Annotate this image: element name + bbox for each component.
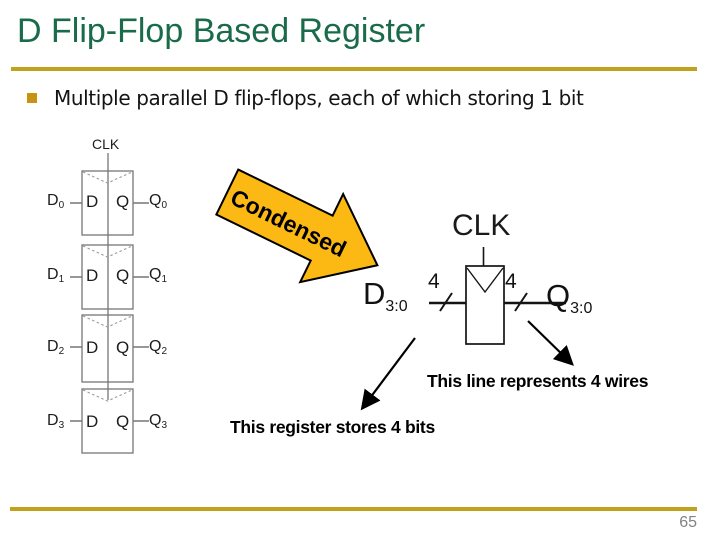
clock-wedges — [82, 171, 133, 402]
footer-rule — [10, 507, 697, 511]
ff3-output-main: Q — [149, 412, 162, 429]
flipflop-box-2 — [81, 314, 134, 383]
ff3-output-sub: 3 — [161, 420, 168, 431]
clk-label-detailed: CLK — [92, 136, 120, 152]
ff1-output-label: Q1 — [149, 267, 167, 285]
ff2-output-label: Q2 — [149, 339, 167, 357]
condensed-output-main: Q — [546, 278, 571, 313]
clk-label-condensed: CLK — [452, 209, 511, 242]
ff0-port-d: D — [86, 192, 99, 211]
bullet-marker — [27, 93, 37, 103]
condensed-output-label: Q3:0 — [546, 280, 592, 317]
ff1-input-label: D1 — [47, 267, 64, 285]
clock-wedge-icon — [466, 267, 504, 294]
ff3-port-q: Q — [116, 412, 130, 431]
clock-wedge-icon — [82, 245, 133, 258]
ff0-input-main: D — [47, 192, 59, 209]
ff1-port-q: Q — [116, 266, 130, 285]
ff1-port-d: D — [86, 266, 99, 285]
register-box — [465, 265, 505, 345]
ff2-input-main: D — [47, 338, 59, 355]
ff0-input-sub: 0 — [58, 200, 65, 211]
ff2-output-sub: 2 — [161, 346, 168, 357]
ff0-input-label: D0 — [47, 193, 64, 211]
ff0-output-sub: 0 — [161, 200, 168, 211]
ff1-output-sub: 1 — [161, 274, 168, 285]
page-number: 65 — [679, 514, 697, 531]
condensed-input-main: D — [363, 276, 386, 311]
wires-note-arrow — [527, 320, 574, 366]
title-underline — [11, 67, 697, 71]
ff0-output-main: Q — [149, 192, 162, 209]
clock-wedge-icon — [82, 315, 133, 328]
condensed-output-sub: 3:0 — [570, 300, 593, 317]
condensed-arrow: Condensed — [215, 168, 379, 284]
ff3-port-d: D — [86, 412, 99, 431]
bits-note-arrow — [360, 337, 416, 411]
block-arrow-icon — [215, 168, 379, 284]
ff2-output-main: Q — [149, 338, 162, 355]
bullet-text: Multiple parallel D flip-flops, each of … — [54, 86, 584, 110]
wires-note: This line represents 4 wires — [427, 371, 649, 391]
clock-wedge-icon — [82, 171, 133, 184]
ff1-output-main: Q — [149, 266, 162, 283]
ff3-input-main: D — [47, 412, 59, 429]
ff0-port-q: Q — [116, 192, 130, 211]
condensed-input-label: D3:0 — [363, 278, 408, 315]
ff2-port-d: D — [86, 338, 99, 357]
annotation-arrows — [360, 320, 574, 411]
bus-width-left: 4 — [428, 270, 440, 293]
bits-note: This register stores 4 bits — [230, 417, 435, 437]
condensed-register-lines — [429, 247, 566, 345]
ff2-port-q: Q — [116, 338, 130, 357]
condensed-input-sub: 3:0 — [385, 298, 408, 315]
bus-slash-icon — [514, 292, 528, 312]
ff2-input-label: D2 — [47, 339, 64, 357]
bus-slash-icon — [439, 292, 453, 312]
ff0-output-label: Q0 — [149, 193, 167, 211]
ff3-input-label: D3 — [47, 413, 64, 431]
ff3-output-label: Q3 — [149, 413, 167, 431]
clock-wedge-icon — [82, 389, 133, 402]
ff1-input-main: D — [47, 266, 59, 283]
page-title: D Flip-Flop Based Register — [17, 12, 426, 50]
ff2-input-sub: 2 — [58, 346, 65, 357]
ff3-input-sub: 3 — [58, 420, 65, 431]
bus-width-right: 4 — [505, 270, 517, 293]
ff1-input-sub: 1 — [58, 274, 65, 285]
flipflop-stack-lines — [70, 153, 149, 454]
io-wires — [70, 202, 149, 422]
